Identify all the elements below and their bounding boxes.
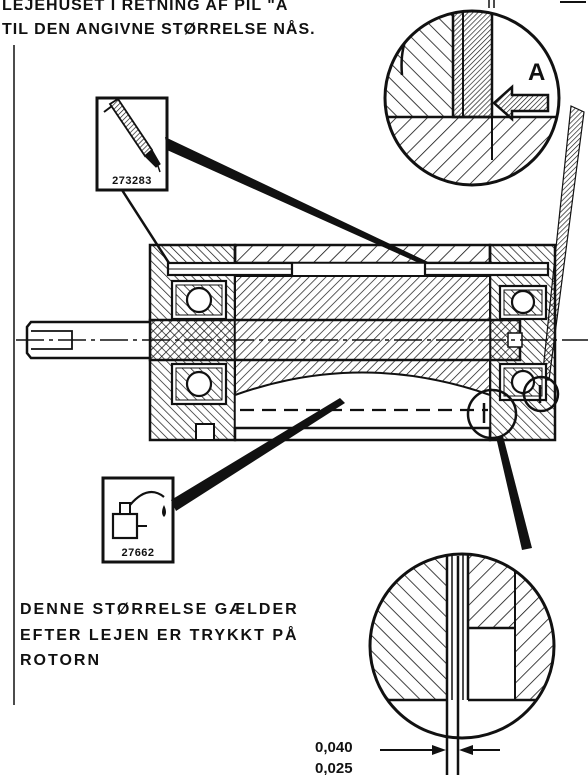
- detail-bottom-outline: [368, 552, 556, 740]
- dimension-arrow-left-icon: [459, 745, 473, 755]
- drain-notch: [195, 423, 215, 441]
- callout-wedge-oil: [171, 398, 345, 511]
- glue-tube-icon: [103, 97, 161, 173]
- rotor-lower: [234, 359, 491, 397]
- dimension-upper-value: 0,040: [315, 739, 353, 756]
- tool-glue-box: 273283: [95, 96, 169, 192]
- tool-oil-number: 27662: [121, 547, 154, 559]
- tool-oil-box: 27662: [101, 476, 175, 564]
- detail-circle-bottom: [368, 552, 556, 775]
- arrow-a-icon: [492, 84, 550, 122]
- rotor-upper: [234, 275, 491, 321]
- bearing-right-lower: [498, 362, 548, 402]
- tool-glue-number: 273283: [112, 175, 152, 187]
- detail-marker-gap: [466, 388, 518, 440]
- housing-bottom-wall: [233, 426, 492, 442]
- bearing-right-upper: [498, 284, 548, 321]
- detail-top-shaft: [451, 11, 494, 119]
- detail-marker-a: [522, 375, 560, 413]
- dimension-arrow-right-icon: [432, 745, 446, 755]
- shaft-left-end: [25, 320, 150, 360]
- detail-top-outline: [383, 9, 561, 187]
- crop-marks: [488, 0, 586, 8]
- housing-top-wall: [233, 243, 492, 265]
- arrow-a-label: A: [528, 59, 545, 86]
- bearing-left-lower: [170, 362, 228, 406]
- note-line-1: DENNE STØRRELSE GÆLDER: [20, 601, 299, 618]
- oil-can-icon: [111, 490, 166, 540]
- note-line-2: EFTER LEJEN ER TRYKKT PÅ: [20, 625, 299, 644]
- header-line-2: TIL DEN ANGIVNE STØRRELSE NÅS.: [2, 19, 316, 38]
- header-line-1: LEJEHUSET I RETNING AF PIL "A: [2, 0, 288, 14]
- dimension-lower-value: 0,025: [315, 760, 353, 775]
- gap-dimension: 0,040 0,025: [315, 739, 500, 775]
- note-line-3: ROTORN: [20, 652, 101, 669]
- callout-wedge-bottom: [496, 436, 532, 550]
- bearing-left-upper: [170, 279, 228, 321]
- motor-assembly: [16, 243, 588, 442]
